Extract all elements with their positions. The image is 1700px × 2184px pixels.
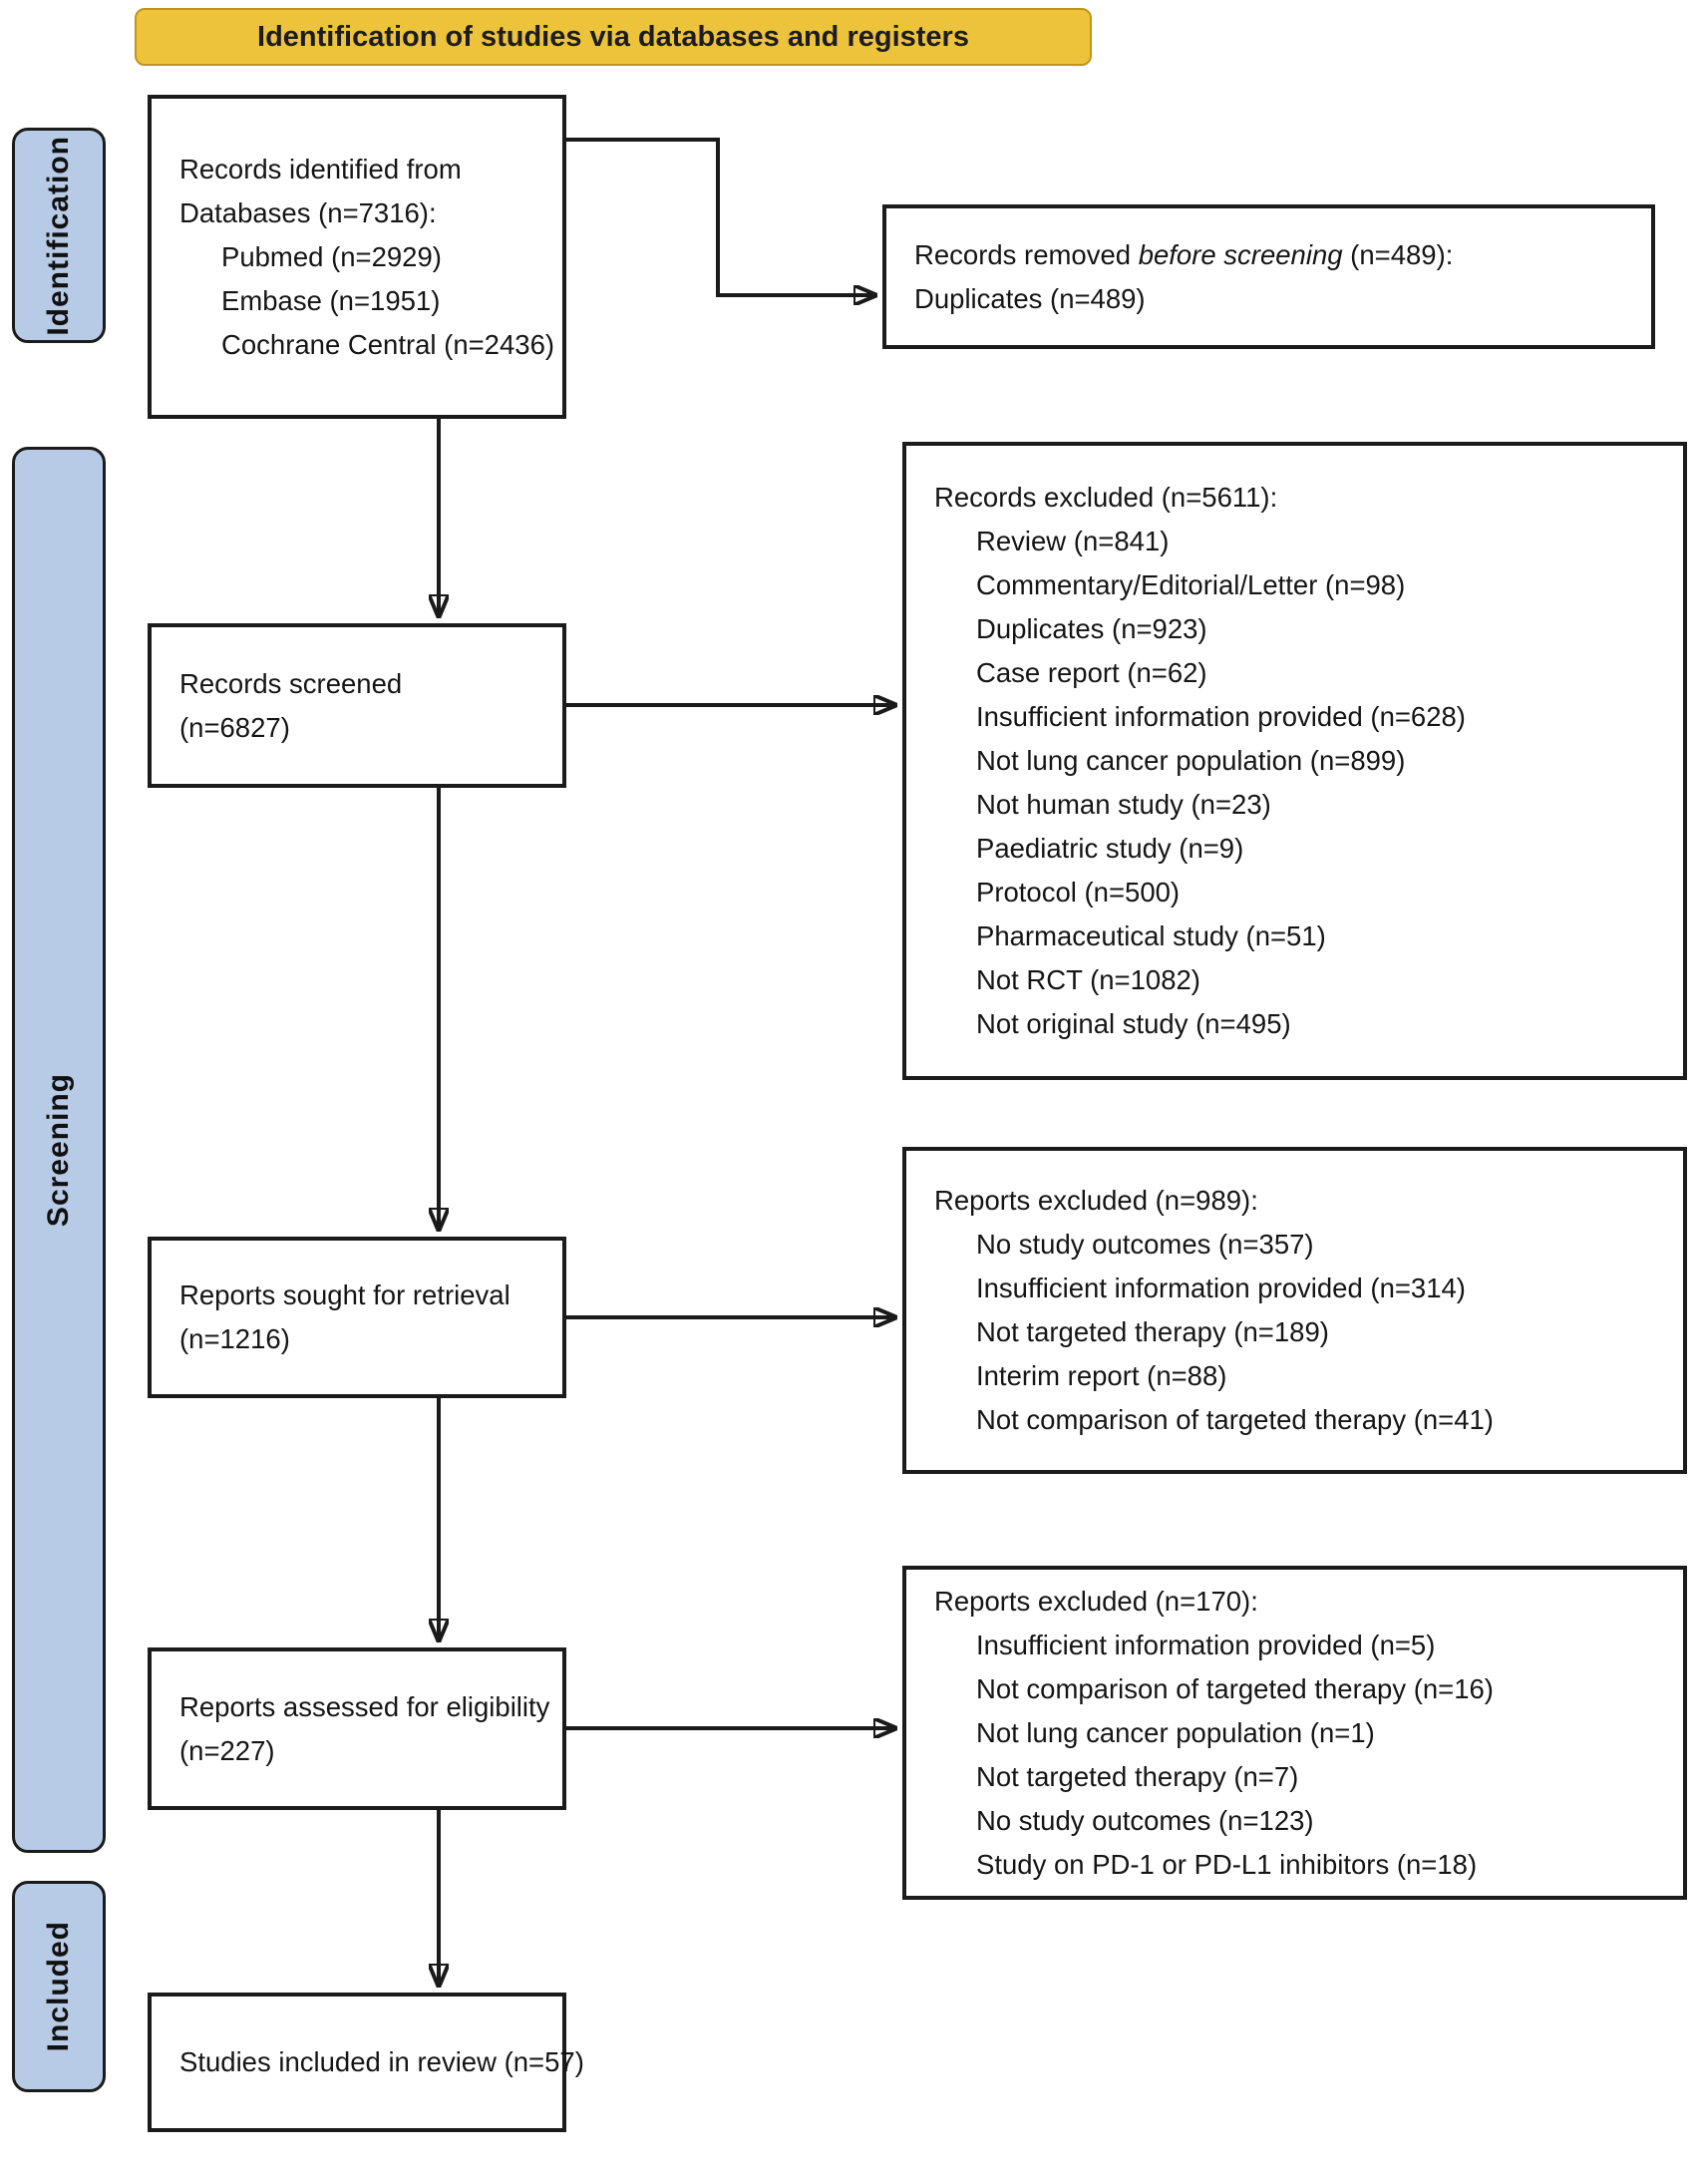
box-records-excluded: Records excluded (n=5611): Review (n=841… bbox=[902, 442, 1687, 1080]
header-suffix: (n=489): bbox=[1342, 238, 1454, 270]
box-records-identified: Records identified from Databases (n=731… bbox=[148, 95, 566, 419]
database-source: Embase (n=1951) bbox=[221, 284, 441, 316]
box-reports-excluded-retrieval: Reports excluded (n=989): No study outco… bbox=[902, 1147, 1687, 1474]
arrow-identified-to-removed bbox=[566, 138, 875, 295]
box-reports-excluded-eligibility: Reports excluded (n=170): Insufficient i… bbox=[902, 1566, 1687, 1900]
exclusion-item: Insufficient information provided (n=5) bbox=[976, 1629, 1436, 1660]
exclusion-item: Duplicates (n=923) bbox=[976, 613, 1207, 644]
box-reports-sought: Reports sought for retrieval (n=1216) bbox=[148, 1237, 566, 1398]
box-line: (n=6827) bbox=[179, 711, 290, 743]
banner-title: Identification of studies via databases … bbox=[257, 20, 969, 53]
header-emphasis: before screening bbox=[1138, 238, 1343, 270]
box-line: (n=1216) bbox=[179, 1323, 290, 1354]
box-line: Records identified from bbox=[179, 153, 462, 184]
exclusion-item: Not human study (n=23) bbox=[976, 789, 1271, 820]
exclusion-item: Not comparison of targeted therapy (n=16… bbox=[976, 1672, 1494, 1704]
exclusion-header: Reports excluded (n=989): bbox=[934, 1185, 1258, 1216]
exclusion-item: Protocol (n=500) bbox=[976, 877, 1181, 908]
box-reports-assessed: Reports assessed for eligibility (n=227) bbox=[148, 1647, 566, 1810]
box-line: Reports assessed for eligibility bbox=[179, 1690, 550, 1722]
exclusion-item: Case report (n=62) bbox=[976, 657, 1207, 688]
stage-tab-screening: Screening bbox=[12, 447, 106, 1853]
exclusion-item: Not original study (n=495) bbox=[976, 1008, 1291, 1039]
exclusion-item: Interim report (n=88) bbox=[976, 1360, 1227, 1391]
exclusion-item: Not RCT (n=1082) bbox=[976, 964, 1200, 995]
exclusion-header: Reports excluded (n=170): bbox=[934, 1585, 1258, 1617]
exclusion-header: Records removed before screening (n=489)… bbox=[914, 233, 1637, 277]
stage-label-identification: Identification bbox=[42, 135, 75, 336]
exclusion-item: Not comparison of targeted therapy (n=41… bbox=[976, 1404, 1494, 1435]
box-line: Studies included in review (n=57) bbox=[179, 2046, 584, 2077]
exclusion-item: Insufficient information provided (n=628… bbox=[976, 701, 1466, 732]
header-prefix: Records removed bbox=[914, 238, 1139, 270]
stage-tab-identification: Identification bbox=[12, 128, 106, 343]
database-source: Pubmed (n=2929) bbox=[221, 240, 442, 272]
stage-tab-included: Included bbox=[12, 1881, 106, 2092]
exclusion-item: Pharmaceutical study (n=51) bbox=[976, 920, 1326, 951]
exclusion-item: No study outcomes (n=123) bbox=[976, 1804, 1314, 1836]
exclusion-item: Study on PD-1 or PD-L1 inhibitors (n=18) bbox=[976, 1848, 1478, 1880]
box-line: (n=227) bbox=[179, 1734, 275, 1766]
box-line: Records screened bbox=[179, 667, 403, 699]
exclusion-item: Duplicates (n=489) bbox=[914, 282, 1146, 314]
box-records-removed-before-screening: Records removed before screening (n=489)… bbox=[882, 204, 1655, 349]
exclusion-item: Commentary/Editorial/Letter (n=98) bbox=[976, 569, 1406, 600]
box-line: Databases (n=7316): bbox=[179, 196, 437, 228]
box-studies-included: Studies included in review (n=57) bbox=[148, 1993, 584, 2132]
stage-label-included: Included bbox=[42, 1921, 75, 2052]
exclusion-item: Review (n=841) bbox=[976, 526, 1170, 556]
box-records-screened: Records screened (n=6827) bbox=[148, 623, 566, 788]
stage-label-screening: Screening bbox=[42, 1072, 75, 1228]
database-source: Cochrane Central (n=2436) bbox=[221, 328, 555, 360]
box-line: Reports sought for retrieval bbox=[179, 1279, 510, 1310]
exclusion-header: Records excluded (n=5611): bbox=[934, 482, 1278, 513]
exclusion-item: Not targeted therapy (n=189) bbox=[976, 1316, 1329, 1347]
exclusion-item: Paediatric study (n=9) bbox=[976, 833, 1244, 864]
exclusion-item: No study outcomes (n=357) bbox=[976, 1229, 1314, 1260]
banner: Identification of studies via databases … bbox=[135, 8, 1092, 66]
exclusion-item: Not targeted therapy (n=7) bbox=[976, 1760, 1299, 1792]
exclusion-item: Not lung cancer population (n=1) bbox=[976, 1716, 1375, 1748]
exclusion-item: Not lung cancer population (n=899) bbox=[976, 745, 1406, 776]
exclusion-item: Insufficient information provided (n=314… bbox=[976, 1273, 1466, 1303]
